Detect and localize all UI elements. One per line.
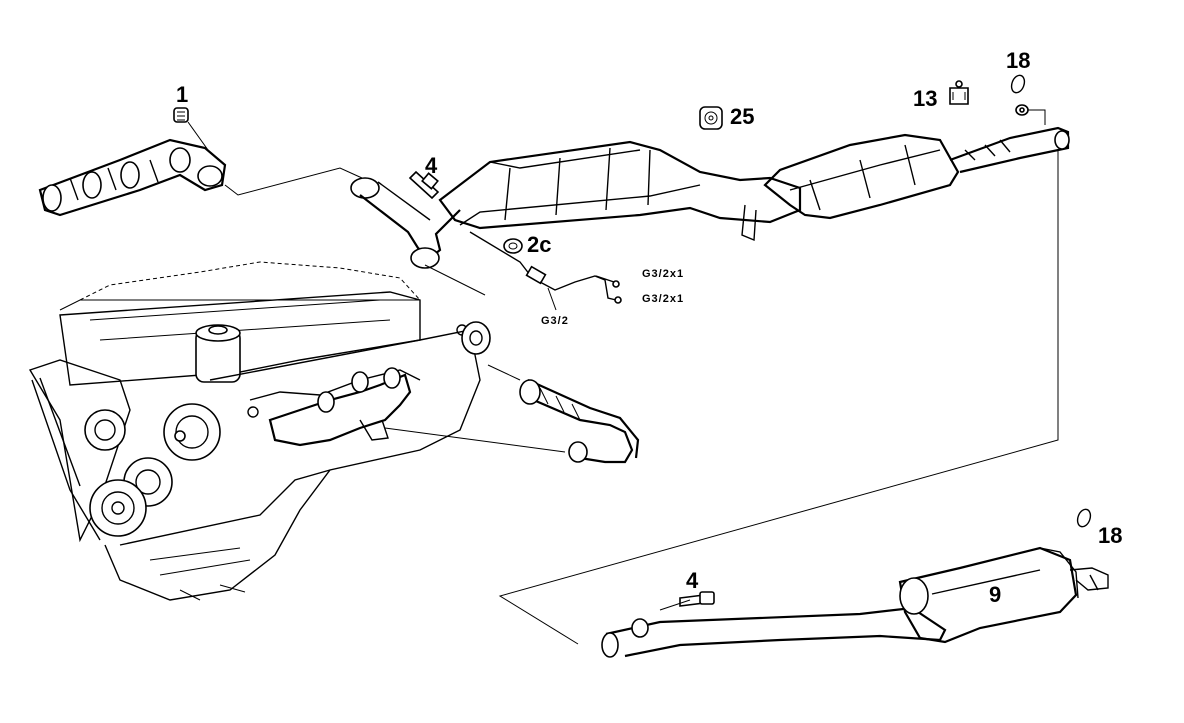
- label-part-9: 9: [989, 582, 1002, 607]
- gasket-icon: [173, 107, 189, 123]
- clamp-icon: [949, 80, 969, 105]
- bolt-icon: [408, 170, 440, 200]
- o-ring-icon: [1015, 104, 1046, 125]
- front-exhaust-manifold: [38, 138, 227, 217]
- label-sensor-g3-2x1-b: G3/2x1: [642, 293, 685, 305]
- front-pipe-assembly: [350, 177, 461, 269]
- rear-exhaust-manifold: [268, 367, 412, 447]
- sealant-tube-icon: [699, 106, 723, 130]
- label-sensor-g3-2x1-a: G3/2x1: [642, 268, 685, 280]
- oxygen-sensor: [469, 231, 622, 311]
- label-sensor-g3-2: G3/2: [541, 315, 569, 327]
- label-part-4-lower: 4: [686, 568, 699, 593]
- label-part-18-upper: 18: [1006, 48, 1031, 73]
- middle-muffler: [763, 133, 960, 220]
- label-part-25: 25: [730, 104, 755, 129]
- o-ring-outline-icon: [1010, 74, 1026, 94]
- gasket-icon: [503, 238, 523, 254]
- label-part-13: 13: [913, 86, 938, 111]
- bolt-icon: [659, 591, 715, 611]
- label-part-4-upper: 4: [425, 153, 438, 178]
- o-ring-icon: [1076, 508, 1092, 528]
- engine-block: [28, 261, 481, 601]
- label-part-2c: 2c: [527, 232, 552, 257]
- intermediate-pipe: [949, 126, 1070, 174]
- rear-muffler-assembly: [601, 546, 1109, 658]
- rear-down-pipe: [461, 321, 640, 464]
- catalytic-converter: [438, 140, 802, 242]
- label-part-18-lower: 18: [1098, 523, 1123, 548]
- label-part-1: 1: [176, 82, 189, 107]
